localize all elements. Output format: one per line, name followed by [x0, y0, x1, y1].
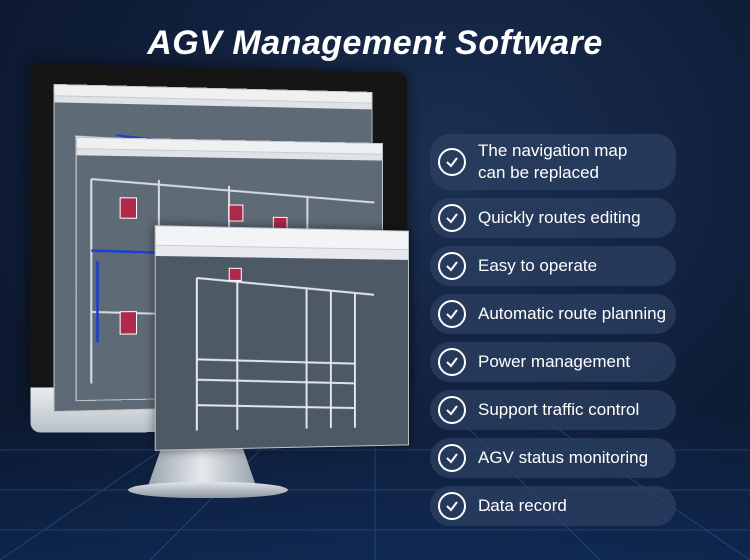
map-window-front	[154, 225, 409, 451]
feature-label: Easy to operate	[478, 256, 598, 275]
check-circle-icon	[438, 148, 466, 176]
check-circle-icon	[438, 252, 466, 280]
feature-item-routes-editing: Quickly routes editing	[430, 198, 677, 238]
feature-item-route-planning: Automatic route planning	[430, 294, 677, 334]
feature-item-power-management: Power management	[430, 342, 677, 382]
more-ellipsis: ...	[478, 498, 492, 515]
feature-item-data-record: Data record	[430, 486, 677, 526]
page-title: AGV Management Software	[147, 24, 603, 62]
feature-label: Quickly routes editing	[478, 208, 641, 227]
check-circle-icon	[438, 444, 466, 472]
feature-label: Automatic route planning	[478, 304, 667, 323]
feature-label: Power management	[478, 352, 631, 371]
feature-item-easy-operate: Easy to operate	[430, 246, 677, 286]
feature-label: AGV status monitoring	[478, 448, 649, 467]
feature-list: The navigation map can be replaced Quick…	[430, 134, 677, 534]
feature-label: Support traffic control	[478, 400, 640, 419]
feature-item-status-monitoring: AGV status monitoring	[430, 438, 677, 478]
monitor-base	[128, 482, 288, 498]
feature-label: The navigation map can be replaced	[478, 141, 628, 182]
feature-item-traffic-control: Support traffic control	[430, 390, 677, 430]
feature-label: Data record	[478, 496, 567, 515]
check-circle-icon	[438, 396, 466, 424]
check-circle-icon	[438, 204, 466, 232]
check-circle-icon	[438, 300, 466, 328]
navigation-map	[156, 226, 408, 450]
feature-item-navigation-map: The navigation map can be replaced	[430, 134, 677, 190]
check-circle-icon	[438, 492, 466, 520]
check-circle-icon	[438, 348, 466, 376]
